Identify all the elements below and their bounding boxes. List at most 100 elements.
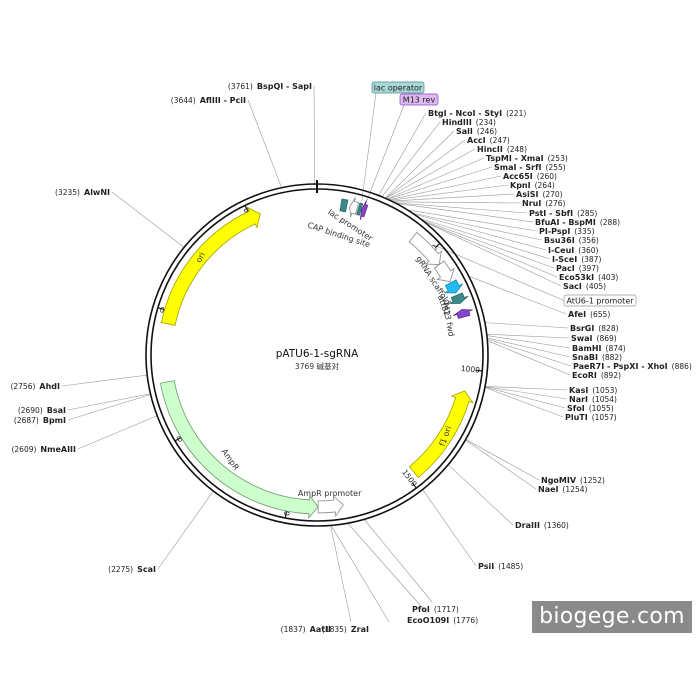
site-nari: NarI(1054) [569, 395, 617, 404]
leader-line [347, 523, 428, 614]
leader-line [67, 394, 151, 421]
site-paci: PacI(397) [556, 264, 599, 273]
site-saci: SacI(405) [563, 282, 606, 291]
label-m13-fwd: M13 fwd [441, 302, 456, 337]
site-nmeaiii: (2609)NmeAIII [11, 445, 76, 454]
site-i-ceui: I-CeuI(360) [548, 246, 599, 255]
feature-ori [160, 206, 261, 326]
leader-line [385, 148, 476, 199]
site-smai-srfi: SmaI - SrfI(255) [494, 163, 566, 172]
leader-line [422, 489, 477, 567]
site-bpmi: (2687)BpmI [14, 416, 66, 425]
site-ecoo109i: EcoO109I(1776) [407, 616, 478, 625]
site-sfoi: SfoI(1055) [567, 404, 614, 413]
feature-atu6-1-promoter [408, 231, 442, 265]
label-atu6-1-promoter: AtU6-1 promoter [566, 297, 634, 306]
leader-line [423, 220, 558, 278]
site-afei: AfeI(655) [568, 310, 610, 319]
site-pfoi: PfoI(1717) [412, 605, 459, 614]
tick-label: 1000 [460, 364, 480, 375]
leader-line [365, 104, 405, 203]
leader-line [413, 213, 547, 251]
site-naei: NaeI(1254) [538, 485, 588, 494]
leader-line [484, 386, 566, 409]
site-alwni: (3235)AlwNI [55, 188, 110, 197]
site-btgi-ncoi-styi: BtgI - NcoI - StyI(221) [428, 109, 526, 118]
leader-line [465, 439, 540, 481]
leader-line [487, 337, 571, 358]
label-box-atu6-1-promoter [563, 294, 637, 307]
site-eco53ki: Eco53kI(403) [559, 273, 618, 282]
site-hincii: HincII(248) [477, 145, 527, 154]
feature-ampr-promoter [317, 495, 344, 518]
site-zrai: (1835)ZraI [322, 625, 369, 634]
label-ampr-promoter: AmpR promoter [298, 489, 362, 498]
site-bsu36i: Bsu36I(356) [544, 236, 599, 245]
leader-line [389, 184, 509, 201]
site-aatii: (1837)AatII [281, 625, 331, 634]
label-box-m13-rev [399, 93, 439, 106]
leader-line [421, 219, 555, 269]
feature-lac-operator [356, 202, 364, 216]
site-afliii-pcii: (3644)AflIII - PciI [171, 96, 246, 105]
leader-line [387, 166, 493, 200]
site-draiii: DraIII(1360) [515, 521, 569, 530]
leader-line [247, 99, 282, 188]
leader-line [67, 393, 151, 411]
leader-line [412, 212, 543, 241]
leader-line [484, 387, 564, 418]
site-kasi: KasI(1053) [569, 386, 617, 395]
leader-line [378, 112, 427, 196]
site-hindiii: HindIII(234) [442, 118, 496, 127]
leader-line [468, 275, 567, 315]
leader-line [386, 157, 485, 200]
site-nrui: NruI(276) [522, 199, 566, 208]
leader-line [381, 121, 441, 198]
leader-line [465, 439, 537, 490]
tick-mark [435, 242, 441, 248]
site-pluti: PluTI(1057) [565, 413, 617, 422]
leader-line [388, 175, 502, 201]
leader-line [111, 191, 185, 248]
site-swai: SwaI(869) [571, 334, 617, 343]
site-psii: PsiI(1485) [478, 562, 523, 571]
site-ecori: EcoRI(892) [572, 371, 621, 380]
leader-line [391, 193, 515, 202]
leader-line [486, 335, 571, 349]
site-pi-pspi: PI-PspI(335) [539, 227, 595, 236]
leader-line [407, 209, 538, 232]
tick-mark [412, 482, 417, 489]
leader-line [487, 338, 572, 367]
label-m13-rev: M13 rev [403, 96, 436, 105]
label-ori: ori [194, 251, 207, 264]
feature-ampr [160, 380, 319, 519]
leader-line [487, 340, 571, 376]
site-asisi: AsiSI(270) [516, 190, 563, 199]
leader-line [486, 333, 570, 339]
site-paer7i-pspxi-xhoi: PaeR7I - PspXI - XhoI(886) [573, 362, 692, 371]
feature-m13-rev [359, 200, 369, 220]
site-bfuai-bspmi: BfuAI - BspMI(288) [535, 218, 620, 227]
feature-cap-binding-site [339, 198, 349, 213]
site-acc65i: Acc65I(260) [503, 172, 557, 181]
site-scai: (2275)ScaI [108, 565, 156, 574]
label-box-lac-operator [371, 81, 425, 94]
leader-line [61, 374, 148, 387]
site-snabi: SnaBI(882) [572, 353, 622, 362]
leader-line [485, 386, 568, 391]
site-ngomiv: NgoMIV(1252) [541, 476, 605, 485]
tick-mark [476, 369, 483, 372]
feature-f1-ori [408, 390, 474, 479]
site-bamhi: BamHI(874) [572, 344, 626, 353]
site-ahdi: (2756)AhdI [10, 382, 60, 391]
tick-mark [284, 511, 287, 519]
feature-grna-scaffold [433, 260, 455, 283]
site-bsai: (2690)BsaI [18, 406, 66, 415]
leader-lines [61, 85, 572, 623]
leader-line [313, 85, 316, 185]
feature-lac-promoter [349, 197, 360, 218]
site-bspqi-sapi: (3761)BspQI - SapI [228, 82, 312, 91]
leader-line [330, 525, 352, 623]
site-acci: AccI(247) [467, 136, 510, 145]
